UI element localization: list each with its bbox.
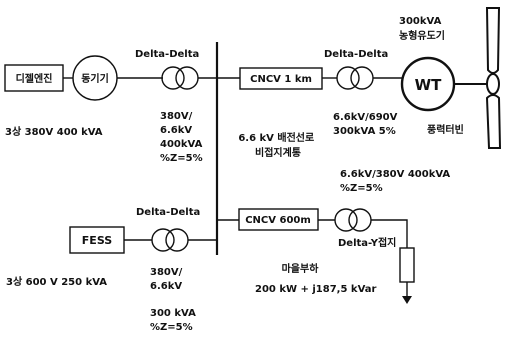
transformer-wt-spec: 6.6kV/690V 300kVA 5%: [333, 112, 401, 137]
fess-label: FESS: [82, 234, 112, 247]
wind-turbine-rating: 300kVA 농형유도기: [399, 16, 445, 42]
diesel-engine-box: [4, 64, 64, 92]
load-feeder-line-3: [371, 219, 408, 248]
wind-turbine-label: WT: [415, 76, 443, 94]
transformer-1-symbol: [161, 66, 199, 90]
transformer-load-spec: 6.6kV/380V 400kVA %Z=5%: [340, 169, 454, 194]
transformer-fess-spec: 380V/ 6.6kV 300 kVA %Z=5%: [150, 267, 199, 333]
transformer-load-type: Delta-Y접지: [338, 236, 396, 249]
load-value: 200 kW + j187,5 kVar: [255, 284, 377, 295]
cable-wt-label: CNCV 1 km: [250, 74, 312, 85]
diesel-engine-label: 디젤엔진: [16, 72, 53, 85]
transformer-1-spec: 380V/ 6.6kV 400kVA %Z=5%: [160, 111, 206, 164]
transformer-load-symbol: [334, 208, 372, 232]
transformer-wt-type: Delta-Delta: [324, 49, 388, 60]
transformer-wt-symbol: [336, 66, 374, 90]
wind-turbine-caption: 풍력터빈: [427, 123, 464, 136]
bus-label: 6.6 kV 배전선로 비접지계통: [238, 131, 317, 159]
synchronous-generator-label: 동기기: [81, 72, 109, 85]
transformer-1-type: Delta-Delta: [135, 49, 199, 60]
transformer-fess-symbol: [151, 228, 189, 252]
wind-turbine-blades: [485, 7, 502, 149]
diesel-rating: 3상 380V 400 kVA: [5, 125, 103, 138]
fess-rating: 3상 600 V 250 kVA: [6, 275, 107, 288]
load-arrow-icon: [402, 296, 412, 304]
load-label: 마을부하: [282, 262, 320, 275]
transformer-fess-type: Delta-Delta: [136, 207, 200, 218]
load-resistor-symbol: [399, 247, 415, 283]
cable-load-label: CNCV 600m: [245, 215, 311, 226]
